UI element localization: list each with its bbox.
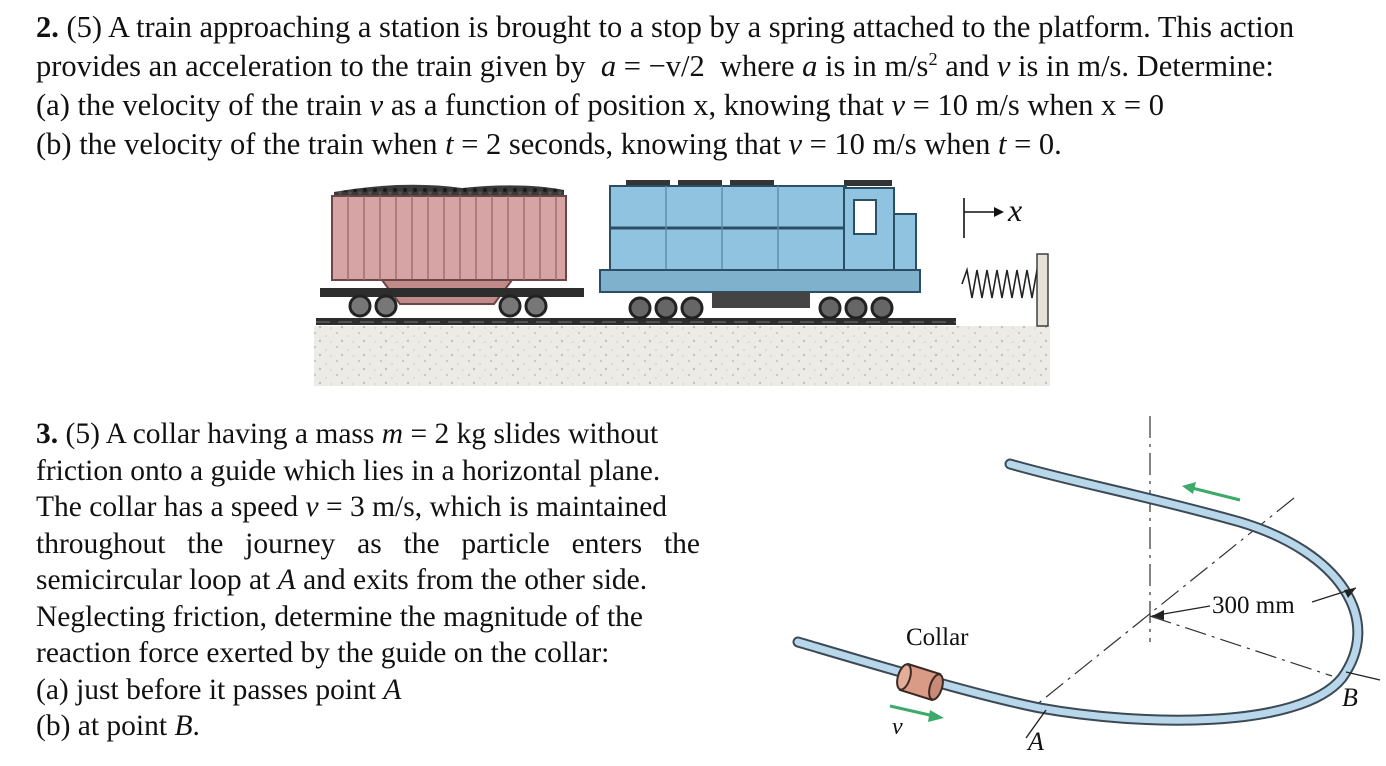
problem-3-text: 3. (5) A collar having a mass m = 2 kg s… bbox=[36, 416, 700, 745]
velocity-arrow bbox=[889, 704, 944, 722]
ground bbox=[314, 326, 1050, 386]
problem-3-part-a: (a) just before it passes point A bbox=[36, 673, 402, 706]
collar-guide-figure: 300 mm Collar v A B bbox=[792, 416, 1381, 756]
problem-2-line-1: 2. (5) A train approaching a station is … bbox=[36, 10, 1295, 44]
collar-label: Collar bbox=[906, 624, 969, 651]
guide-rod bbox=[792, 458, 1364, 726]
problem-3-number: 3. bbox=[36, 418, 59, 450]
problem-2-line-2: provides an acceleration to the train gi… bbox=[36, 48, 1274, 83]
x-axis-arrow bbox=[963, 198, 1004, 238]
problem-2-text: 2. (5) A train approaching a station is … bbox=[36, 8, 1376, 164]
radius-label: 300 mm bbox=[1212, 592, 1295, 619]
problem-3-part-b: (b) at point B. bbox=[36, 710, 200, 742]
problem-2-part-a: (a) the velocity of the train v as a fun… bbox=[36, 88, 1164, 122]
problem-3-line-4: throughout the journey as the particle e… bbox=[36, 527, 700, 560]
train-figure: x bbox=[314, 180, 1050, 386]
collar bbox=[896, 662, 944, 702]
locomotive bbox=[599, 180, 921, 320]
point-b-label: B bbox=[1342, 683, 1358, 712]
direction-arrow-top bbox=[1182, 482, 1241, 502]
spring bbox=[961, 266, 1043, 299]
problem-3-line-5: semicircular loop at A and exits from th… bbox=[36, 564, 648, 596]
problem-3-line-7: reaction force exerted by the guide on t… bbox=[36, 637, 610, 669]
point-a-label: A bbox=[1026, 727, 1044, 756]
point-b-tick bbox=[1345, 671, 1381, 681]
problem-3-line-3: The collar has a speed v = 3 m/s, which … bbox=[36, 491, 668, 523]
velocity-label: v bbox=[892, 714, 903, 740]
problem-3-line-2: friction onto a guide which lies in a ho… bbox=[36, 454, 661, 487]
platform-wall bbox=[1036, 253, 1049, 327]
problem-2-number: 2. bbox=[36, 10, 59, 44]
point-a-tick bbox=[1025, 709, 1047, 739]
problem-2-part-b: (b) the velocity of the train when t = 2… bbox=[36, 127, 1062, 161]
x-axis-label: x bbox=[1007, 192, 1022, 228]
problem-3-line-1: 3. (5) A collar having a mass m = 2 kg s… bbox=[36, 418, 659, 450]
problem-3-line-6: Neglecting friction, determine the magni… bbox=[36, 600, 643, 633]
hopper-car bbox=[320, 184, 584, 318]
